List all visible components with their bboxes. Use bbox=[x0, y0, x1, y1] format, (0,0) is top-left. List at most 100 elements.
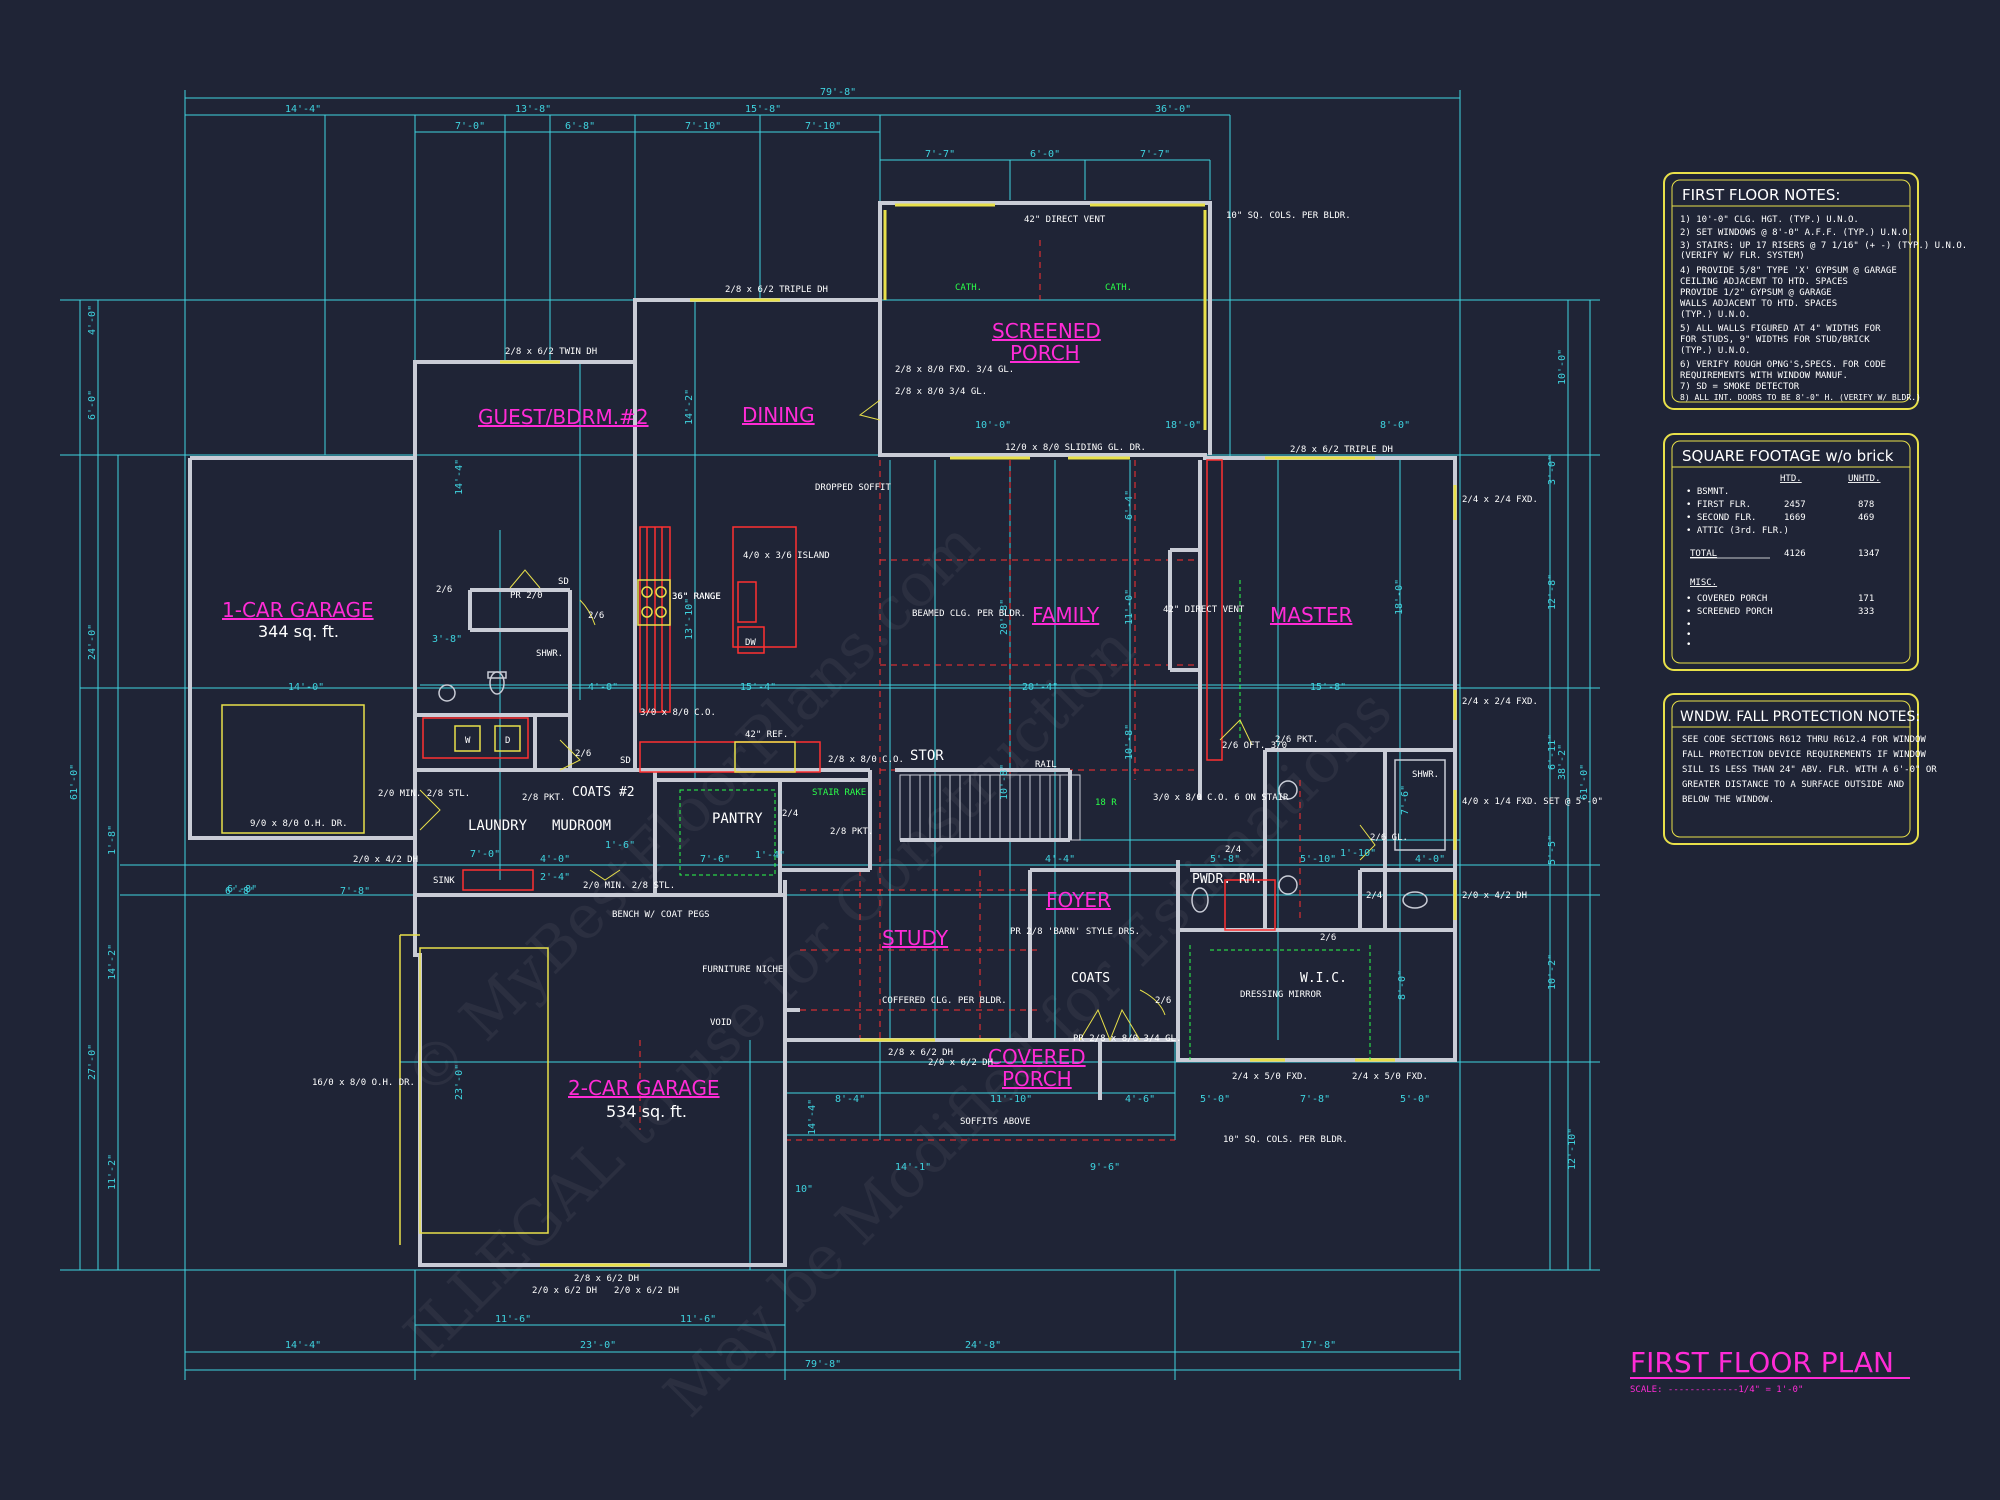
panel-sqft-misc-item: • bbox=[1686, 620, 1691, 630]
panel-sqft-misc-val: 333 bbox=[1858, 607, 1874, 617]
dim-inner: 7'-6" bbox=[700, 854, 730, 865]
panel-first-floor-line: 8) ALL INT. DOORS TO BE 8'-0" H. (VERIFY… bbox=[1680, 393, 1921, 402]
note: SD bbox=[620, 756, 631, 766]
dim-right-e: 6'-11" bbox=[1547, 734, 1558, 770]
dim-bottom-d: 17'-8" bbox=[1300, 1340, 1336, 1351]
room-coats-2: COATS #2 bbox=[572, 785, 635, 800]
note: 42" DIRECT VENT bbox=[1163, 605, 1245, 615]
dim-inner: 4'-0" bbox=[588, 682, 618, 693]
panel-sqft-row-label: • BSMNT. bbox=[1686, 487, 1729, 497]
dim-right-a: 38'-2" bbox=[1557, 744, 1568, 780]
note: SHWR. bbox=[536, 649, 563, 659]
panel-sqft-row-htd: 2457 bbox=[1784, 500, 1806, 510]
dim-inner: 8'-4" bbox=[835, 1094, 865, 1105]
dim-inner: 15'-8" bbox=[1310, 682, 1346, 693]
dim-inner: 20'-4" bbox=[1022, 682, 1058, 693]
note: 4/0 x 1/4 FXD. SET @ 5'-0" bbox=[1462, 797, 1603, 807]
door-swings bbox=[419, 399, 1376, 1042]
note: 4/0 x 3/6 ISLAND bbox=[743, 551, 830, 561]
dim-inner: 5'-8" bbox=[1210, 854, 1240, 865]
note: SD bbox=[558, 577, 569, 587]
dim-right-overall: 61'-0" bbox=[1579, 764, 1590, 800]
dim-inner: 10" bbox=[795, 1184, 813, 1195]
note: 2/6 bbox=[1155, 996, 1171, 1006]
panel-window-line: SILL IS LESS THAN 24" ABV. FLR. WITH A 6… bbox=[1682, 765, 1937, 775]
panel-window-line: GREATER DISTANCE TO A SURFACE OUTSIDE AN… bbox=[1682, 780, 1904, 790]
note: BENCH W/ COAT PEGS bbox=[612, 910, 710, 920]
panel-first-floor-line: (TYP.) U.N.O. bbox=[1680, 310, 1750, 320]
plan-title-block: FIRST FLOOR PLAN SCALE: -------------1/4… bbox=[1630, 1346, 1910, 1395]
dim-right-b: 10'-0" bbox=[1557, 349, 1568, 385]
dim-inner: 8'-0" bbox=[1380, 420, 1410, 431]
dim-inner: 14'-4" bbox=[807, 1099, 818, 1135]
panel-sqft-row-unhtd: 878 bbox=[1858, 500, 1874, 510]
note: PR 2/8 'BARN' STYLE DRS. bbox=[1010, 927, 1140, 937]
note: 2/8 x 6/2 TRIPLE DH bbox=[725, 285, 828, 295]
panel-sqft-col-htd: HTD. bbox=[1780, 474, 1802, 484]
panel-sqft-row-htd: 1669 bbox=[1784, 513, 1806, 523]
note: 2/0 x 4/2 DH bbox=[353, 855, 418, 865]
dim-top-k: 7'-7" bbox=[1140, 149, 1170, 160]
dim-top-c: 15'-8" bbox=[745, 104, 781, 115]
dim-inner: 14'-2" bbox=[684, 389, 695, 425]
room-2-car-garage: 2-CAR GARAGE bbox=[568, 1076, 720, 1100]
dim-inner: 18'-0" bbox=[1165, 420, 1201, 431]
note: 16/0 x 8/0 O.H. DR. bbox=[312, 1078, 415, 1088]
dim-inner: 11'-0" bbox=[1124, 589, 1135, 625]
dim-left-e: 4'-0" bbox=[87, 305, 98, 335]
garage-doors bbox=[221, 704, 549, 1245]
note: 2/6 OFT. 3/0 bbox=[1222, 741, 1287, 751]
note: DW bbox=[745, 638, 756, 648]
dim-inner: 18'-0" bbox=[1394, 579, 1405, 615]
dim-inner: 4'-0" bbox=[1415, 854, 1445, 865]
note: 10" SQ. COLS. PER BLDR. bbox=[1226, 211, 1351, 221]
note: 9/0 x 8/0 O.H. DR. bbox=[250, 819, 348, 829]
panel-sqft-total-unhtd: 1347 bbox=[1858, 549, 1880, 559]
note: SHWR. bbox=[1412, 770, 1439, 780]
note: 2/6 bbox=[436, 585, 452, 595]
note: 2/4 bbox=[1366, 891, 1382, 901]
panel-first-floor-line: WALLS ADJACENT TO HTD. SPACES bbox=[1680, 299, 1837, 309]
dim-right-d: 12'-8" bbox=[1547, 574, 1558, 610]
room-study: STUDY bbox=[882, 926, 949, 950]
note: 2/8 PKT. bbox=[830, 827, 873, 837]
note: 2/6 bbox=[1320, 933, 1336, 943]
dim-inner: 10'-0" bbox=[975, 420, 1011, 431]
note: 2/6 PKT. bbox=[1275, 735, 1318, 745]
dim-inner: 6'-8" bbox=[227, 884, 257, 895]
stairs bbox=[899, 774, 1081, 841]
panel-sqft-row-label: • ATTIC (3rd. FLR.) bbox=[1686, 526, 1789, 536]
note: PR 2/8 x 8/0 3/4 GL. bbox=[1073, 1034, 1181, 1044]
dim-right-h: 12'-10" bbox=[1567, 1128, 1578, 1170]
panel-sqft-title: SQUARE FOOTAGE w/o brick bbox=[1682, 447, 1894, 465]
dim-inner: 7'-8" bbox=[1300, 1094, 1330, 1105]
note: 2/4 x 5/0 FXD. bbox=[1232, 1072, 1308, 1082]
dim-inner: 5'-10" bbox=[1300, 854, 1336, 865]
kitchen-fixtures bbox=[422, 459, 1276, 931]
panel-sqft-total-htd: 4126 bbox=[1784, 549, 1806, 559]
dim-inner: 14'-1" bbox=[895, 1162, 931, 1173]
panel-square-footage: SQUARE FOOTAGE w/o brick HTD. UNHTD. • B… bbox=[1663, 433, 1919, 671]
note: VOID bbox=[710, 1018, 732, 1028]
dim-bottom-f: 11'-6" bbox=[680, 1314, 716, 1325]
panel-sqft-misc-label: MISC. bbox=[1690, 578, 1717, 588]
panel-first-floor-line: 6) VERIFY ROUGH OPNG'S,SPECS. FOR CODE bbox=[1680, 360, 1886, 370]
dimension-labels-bottom: 14'-4" 23'-0" 24'-8" 17'-8" 79'-8" 11'-6… bbox=[285, 1314, 1336, 1370]
dim-inner: 7'-8" bbox=[340, 886, 370, 897]
note: COFFERED CLG. PER BLDR. bbox=[882, 996, 1007, 1006]
dim-left-a: 24'-0" bbox=[87, 624, 98, 660]
panel-window-line: BELOW THE WINDOW. bbox=[1682, 795, 1774, 805]
note: STAIR RAKE bbox=[812, 788, 866, 798]
dim-inner: 6'-8" bbox=[225, 886, 255, 897]
room-master: MASTER bbox=[1270, 603, 1352, 627]
dim-bottom-b: 23'-0" bbox=[580, 1340, 616, 1351]
dim-inner: 1'-10" bbox=[1340, 848, 1376, 859]
dim-inner: 14'-4" bbox=[454, 459, 465, 495]
note: CATH. bbox=[955, 283, 982, 293]
dim-inner: 4'-4" bbox=[1045, 854, 1075, 865]
panel-window-line: SEE CODE SECTIONS R612 THRU R612.4 FOR W… bbox=[1682, 735, 1926, 745]
note: 2/8 x 6/2 TWIN DH bbox=[505, 347, 597, 357]
panel-sqft-row-label: • SECOND FLR. bbox=[1686, 513, 1756, 523]
note: 2/4 bbox=[1225, 845, 1241, 855]
